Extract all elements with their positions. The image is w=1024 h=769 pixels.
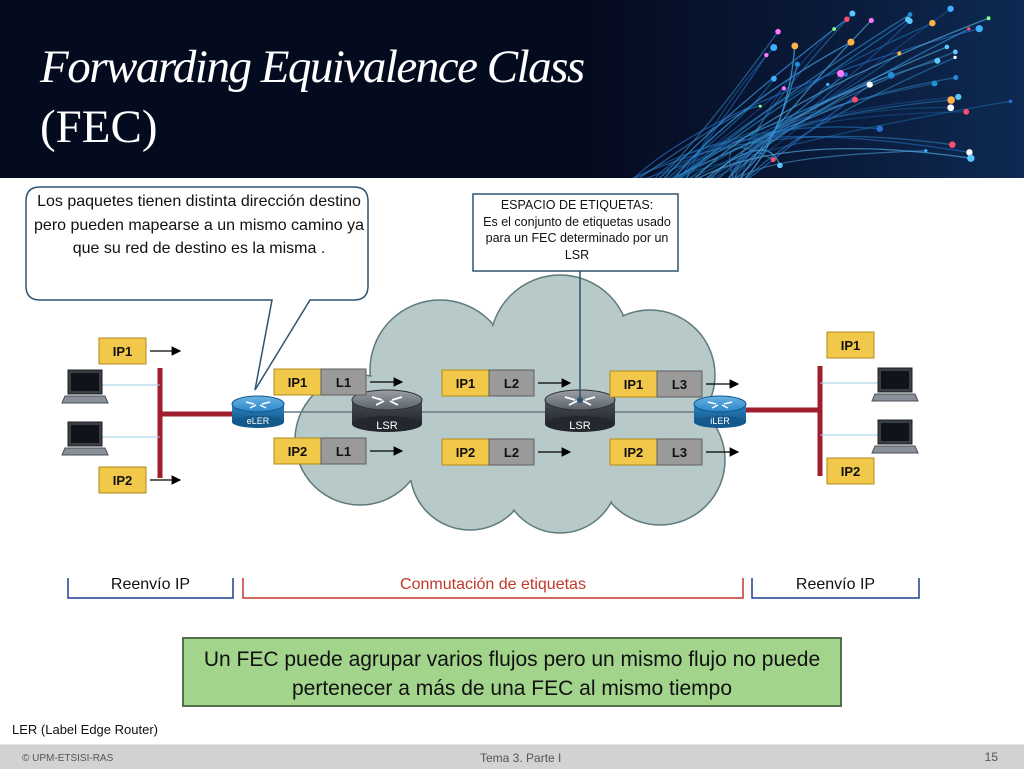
svg-text:IP2: IP2	[288, 444, 308, 459]
svg-text:IP1: IP1	[624, 377, 644, 392]
svg-text:L3: L3	[672, 445, 687, 460]
label-space-title: ESPACIO DE ETIQUETAS:	[500, 198, 654, 212]
slide-title-line2: (FEC)	[40, 101, 158, 153]
packet-ip1-left: IP1	[98, 337, 182, 365]
label-space-pointer-dot	[577, 397, 583, 403]
router-label: iLER	[710, 416, 730, 426]
svg-text:L2: L2	[504, 376, 519, 391]
svg-text:IP1: IP1	[456, 376, 476, 391]
right-lan	[746, 366, 878, 476]
router-eler: eLER	[231, 395, 285, 428]
label-space-box	[472, 193, 679, 272]
svg-text:IP2: IP2	[456, 445, 476, 460]
packet-ip2-l1: IP2 L1	[273, 437, 404, 465]
fiber-optic-image	[590, 0, 1024, 178]
computer-icon	[61, 369, 109, 404]
range-bracket-ip-right	[751, 578, 920, 599]
packet-ip1-l1: IP1 L1	[273, 368, 404, 396]
label-space-text: ESPACIO DE ETIQUETAS: Es el conjunto de e…	[476, 197, 678, 263]
slide-footer: © UPM-ETSISI-RAS Tema 3. Parte I 15	[0, 744, 1024, 769]
svg-text:IP1: IP1	[113, 344, 133, 359]
copyright: © UPM-ETSISI-RAS	[22, 753, 114, 764]
range-bracket-ip-left	[67, 578, 234, 599]
mpls-diagram: eLER LSR LSR iLER IP1 IP2 IP1 IP2	[25, 186, 920, 599]
range-label-ip-left: Reenvío IP	[110, 576, 191, 593]
svg-text:IP1: IP1	[288, 375, 308, 390]
svg-text:L2: L2	[504, 445, 519, 460]
packet-ip2-right: IP2	[826, 457, 875, 485]
packet-ip2-l3: IP2 L3	[609, 438, 740, 466]
packet-ip1-l3: IP1 L3	[609, 370, 740, 398]
svg-text:L1: L1	[336, 375, 351, 390]
footnote: LER (Label Edge Router)	[12, 722, 158, 737]
packet-ip2-left: IP2	[98, 466, 182, 494]
callout-text: Los paquetes tienen distinta dirección d…	[34, 193, 364, 257]
range-bracket-label-switching	[242, 578, 744, 599]
packet-ip1-l2: IP1 L2	[441, 369, 572, 397]
svg-text:L1: L1	[336, 444, 351, 459]
range-label-label-switching: Conmutación de etiquetas	[400, 576, 586, 593]
computer-icon	[61, 421, 109, 456]
router-label: LSR	[376, 420, 397, 432]
router-label: eLER	[247, 416, 270, 426]
page-number: 15	[984, 750, 998, 764]
slide-title-line1: Forwarding Equivalence Class	[40, 41, 585, 93]
footer-topic: Tema 3. Parte I	[480, 751, 562, 765]
left-lan	[102, 368, 232, 478]
router-lsr-1: LSR	[351, 389, 423, 432]
callout-bubble	[25, 186, 369, 391]
computer-icon	[871, 367, 919, 402]
svg-text:IP1: IP1	[841, 338, 861, 353]
packet-ip1-right: IP1	[826, 331, 875, 359]
svg-text:IP2: IP2	[113, 473, 133, 488]
router-label: LSR	[569, 420, 590, 432]
router-iler: iLER	[693, 395, 747, 428]
svg-text:IP2: IP2	[841, 464, 861, 479]
conclusion-box: Un FEC puede agrupar varios flujos pero …	[182, 637, 842, 707]
range-label-ip-right: Reenvío IP	[795, 576, 876, 593]
svg-text:IP2: IP2	[624, 445, 644, 460]
computer-icon	[871, 419, 919, 454]
label-space-description: Es el conjunto de etiquetas usado para u…	[483, 214, 671, 262]
slide-header: Forwarding Equivalence Class (FEC)	[0, 0, 1024, 178]
packet-ip2-l2: IP2 L2	[441, 438, 572, 466]
svg-text:L3: L3	[672, 377, 687, 392]
